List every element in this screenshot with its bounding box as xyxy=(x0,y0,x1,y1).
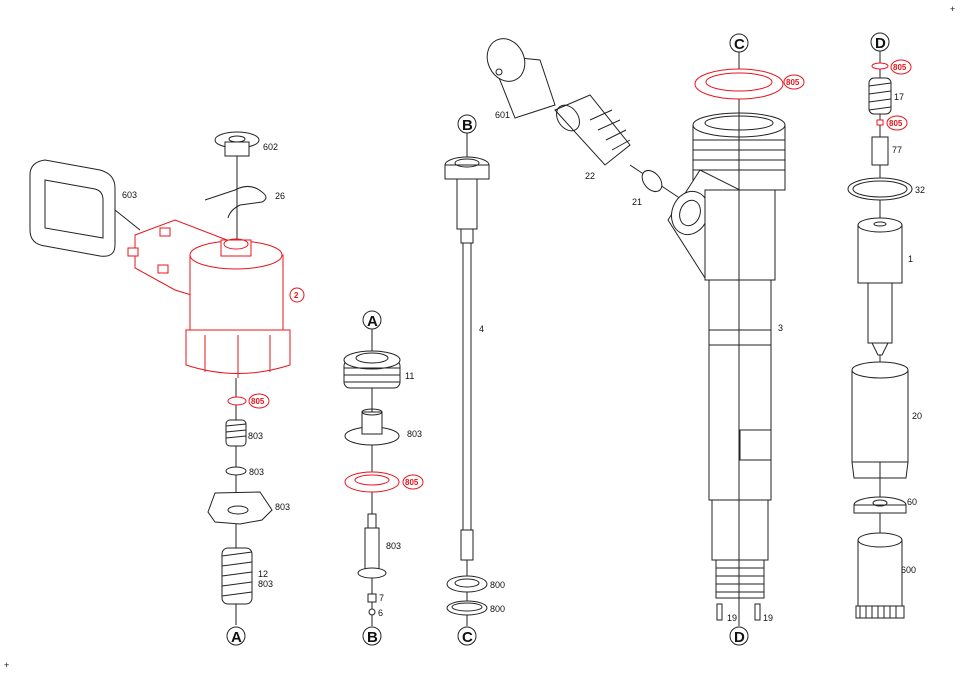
ring-32 xyxy=(847,177,913,201)
connector-603 xyxy=(29,159,141,257)
pin-19 xyxy=(754,603,761,621)
label-803: 803 xyxy=(386,541,401,551)
label-6: 6 xyxy=(378,608,383,618)
label-600: 600 xyxy=(901,565,916,575)
spacer-77 xyxy=(871,136,889,166)
seal-805-small xyxy=(876,119,884,126)
label-805: 805 xyxy=(405,478,419,487)
part-7 xyxy=(367,593,377,603)
reference-d-text: D xyxy=(734,629,745,646)
label-602: 602 xyxy=(263,142,278,152)
nozzle-1 xyxy=(857,217,903,356)
label-4: 4 xyxy=(479,324,484,334)
label-803: 803 xyxy=(275,502,290,512)
label-805: 805 xyxy=(786,78,800,87)
callout-circle xyxy=(289,287,305,303)
inlet-22 xyxy=(554,94,691,206)
label-32: 32 xyxy=(915,185,925,195)
callout-circle xyxy=(783,74,805,90)
label-803: 803 xyxy=(407,429,422,439)
label-17: 17 xyxy=(894,92,904,102)
reference-a-text: A xyxy=(367,313,378,330)
reference-marker-d xyxy=(729,626,749,646)
spring-17 xyxy=(868,77,892,115)
ring-800 xyxy=(446,575,488,593)
label-601: 601 xyxy=(495,110,510,120)
spring-803 xyxy=(225,419,247,447)
valve-seat-803 xyxy=(344,408,400,446)
reference-b-text: B xyxy=(367,629,378,646)
ring-800 xyxy=(446,600,488,616)
ring-21 xyxy=(641,169,663,193)
label-805: 805 xyxy=(889,119,903,128)
label-26: 26 xyxy=(275,191,285,201)
seal-805 xyxy=(871,62,889,70)
nut-11 xyxy=(343,350,401,389)
label-803: 803 xyxy=(248,431,263,441)
label-19: 19 xyxy=(727,613,737,623)
valve-piece-803 xyxy=(357,513,387,579)
reference-marker-b xyxy=(362,626,382,646)
reference-marker-c xyxy=(457,626,477,646)
tool-600 xyxy=(855,532,905,619)
body-3 xyxy=(667,112,786,599)
armature-803 xyxy=(207,491,273,525)
label-22: 22 xyxy=(585,171,595,181)
reference-a-text: A xyxy=(231,629,242,646)
label-60: 60 xyxy=(907,497,917,507)
seal-805 xyxy=(344,471,400,493)
label-19: 19 xyxy=(763,613,773,623)
reference-c-text: C xyxy=(734,36,745,53)
label-11: 11 xyxy=(405,371,414,381)
label-805: 805 xyxy=(251,397,265,406)
callout-circle xyxy=(248,393,270,409)
main-spring-12 xyxy=(221,547,253,605)
label-803: 803 xyxy=(249,467,264,477)
callout-circle xyxy=(402,474,424,490)
reference-marker-a xyxy=(226,626,246,646)
label-1: 1 xyxy=(908,254,913,264)
seal-805 xyxy=(227,396,247,406)
nut-20 xyxy=(851,361,909,479)
callout-circle xyxy=(890,59,912,75)
cap-601 xyxy=(486,38,556,119)
label-800: 800 xyxy=(490,604,505,614)
corner-mark: + xyxy=(4,660,9,670)
label-805: 805 xyxy=(893,63,907,72)
solenoid-2 xyxy=(127,219,291,378)
pin-19 xyxy=(716,603,723,621)
label-7: 7 xyxy=(379,593,384,603)
reference-c-text: C xyxy=(462,629,473,646)
label-20: 20 xyxy=(912,411,922,421)
cap-602 xyxy=(214,131,260,240)
rod-4 xyxy=(444,156,490,561)
label-800: 800 xyxy=(490,580,505,590)
part-6 xyxy=(368,608,376,616)
label-2: 2 xyxy=(294,291,299,300)
label-21: 21 xyxy=(632,197,642,207)
corner-mark: + xyxy=(950,4,955,14)
clip-26 xyxy=(204,186,267,219)
washer-60 xyxy=(853,496,907,514)
reference-d-text: D xyxy=(875,35,886,52)
label-803: 803 xyxy=(258,579,273,589)
washer-803 xyxy=(225,466,247,476)
label-12: 12 xyxy=(258,569,268,579)
seal-805 xyxy=(694,68,784,100)
label-603: 603 xyxy=(122,190,137,200)
callout-circle xyxy=(886,115,908,131)
reference-marker-c xyxy=(729,33,749,53)
reference-b-text: B xyxy=(462,117,473,134)
label-3: 3 xyxy=(778,323,783,333)
label-77: 77 xyxy=(892,145,902,155)
